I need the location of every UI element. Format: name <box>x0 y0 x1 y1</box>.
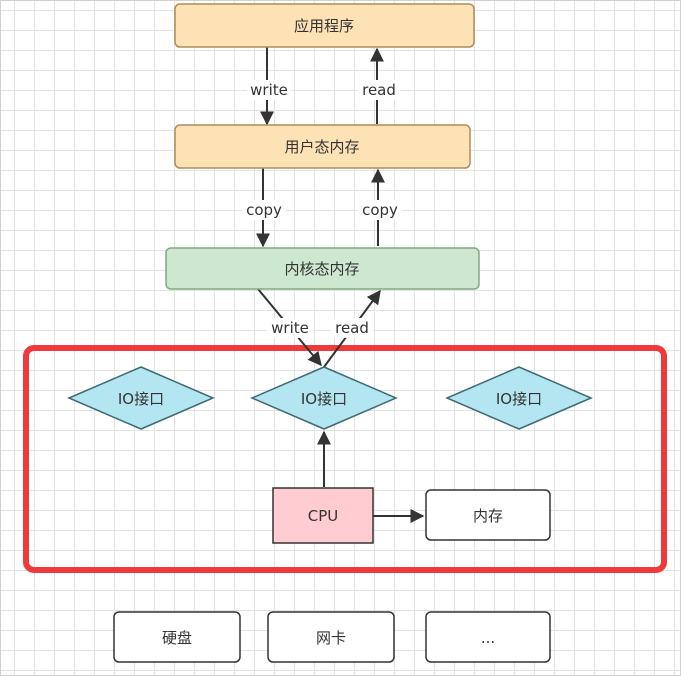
more-devices-label: ... <box>481 629 495 647</box>
io-interface-right <box>445 366 593 430</box>
label-write-2: write <box>271 319 309 337</box>
network-card-label: 网卡 <box>316 629 346 647</box>
app-label: 应用程序 <box>294 17 354 35</box>
hardware-region-frame <box>23 345 667 573</box>
io-interface-left <box>67 366 215 430</box>
label-copy-down: copy <box>246 201 282 219</box>
app-box <box>174 3 475 48</box>
label-write-1: write <box>250 81 288 99</box>
cpu-box <box>272 487 374 544</box>
user-memory-label: 用户态内存 <box>284 138 359 156</box>
io-interface-center <box>250 366 398 430</box>
memory-box <box>425 489 551 541</box>
label-copy-up: copy <box>362 201 398 219</box>
io-interface-right-label: IO接口 <box>496 390 542 408</box>
io-interface-center-label: IO接口 <box>301 390 347 408</box>
kernel-memory-label: 内核态内存 <box>284 260 359 278</box>
more-devices-box <box>425 611 551 663</box>
io-interface-left-label: IO接口 <box>118 390 164 408</box>
cpu-label: CPU <box>308 507 339 525</box>
user-memory-box <box>174 124 471 169</box>
disk-label: 硬盘 <box>162 629 192 647</box>
label-read-1: read <box>362 81 396 99</box>
label-read-2: read <box>335 319 369 337</box>
memory-label: 内存 <box>473 507 503 525</box>
network-card-box <box>267 611 395 663</box>
disk-box <box>113 611 241 663</box>
kernel-memory-box <box>165 247 480 290</box>
